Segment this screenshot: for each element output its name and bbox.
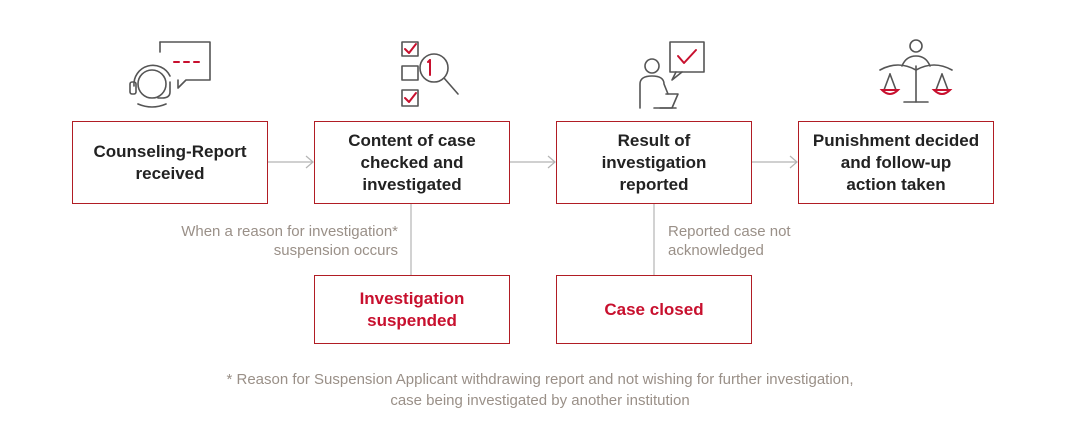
step-case-checked-investigated: Content of case checked and investigated	[314, 121, 510, 204]
step-counseling-report-received: Counseling-Report received	[72, 121, 268, 204]
step-punishment-decided: Punishment decided and follow-up action …	[798, 121, 994, 204]
arrow-step2-to-step3	[510, 155, 556, 169]
arrow-step1-to-step2	[268, 155, 314, 169]
headset-chat-icon	[129, 41, 211, 108]
condition-suspension: When a reason for investigation* suspens…	[181, 223, 398, 259]
outcome-case-closed: Case closed	[556, 275, 752, 344]
arrow-step3-to-step4	[752, 155, 798, 169]
step-result-reported: Result of investigation reported	[556, 121, 752, 204]
presenter-checkmark-icon	[639, 41, 705, 109]
scales-of-justice-icon	[879, 39, 953, 103]
condition-not-acknowledged: Reported case not acknowledged	[668, 223, 791, 259]
outcome-investigation-suspended: Investigation suspended	[314, 275, 510, 344]
footnote: * Reason for Suspension Applicant withdr…	[226, 371, 854, 409]
checklist-magnifier-icon	[401, 41, 459, 107]
